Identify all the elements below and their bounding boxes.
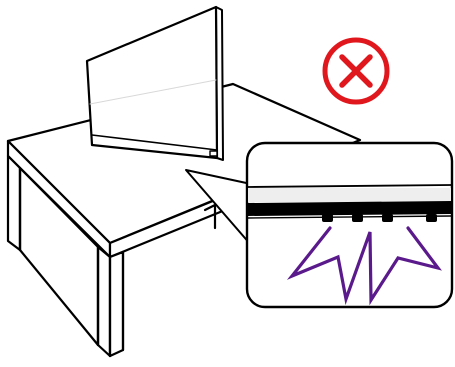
- monitor-power-button: [209, 150, 218, 157]
- control-button: [322, 214, 333, 222]
- closeup-bottom-edge: [248, 201, 451, 216]
- monitor-bottom-bezel: [91, 134, 218, 151]
- closeup-buttons: [322, 214, 437, 222]
- control-button: [382, 214, 393, 222]
- callout-frame: [245, 141, 454, 309]
- closeup-monitor-line: [248, 184, 451, 188]
- control-button: [352, 214, 363, 222]
- monitor: [85, 5, 224, 161]
- closeup-shade: [248, 188, 451, 202]
- prohibited-icon: [322, 37, 390, 105]
- table-leg-right: [203, 203, 217, 230]
- table-leg-front: [96, 245, 112, 358]
- table-leg-left: [6, 154, 22, 252]
- monitor-panel: [85, 5, 219, 160]
- impact-burst-icon: [286, 226, 442, 306]
- monitor-reflection: [89, 79, 217, 105]
- table-leg-front-face: [108, 250, 125, 358]
- magnifier-callout-icon: [245, 141, 454, 309]
- control-button: [426, 214, 437, 222]
